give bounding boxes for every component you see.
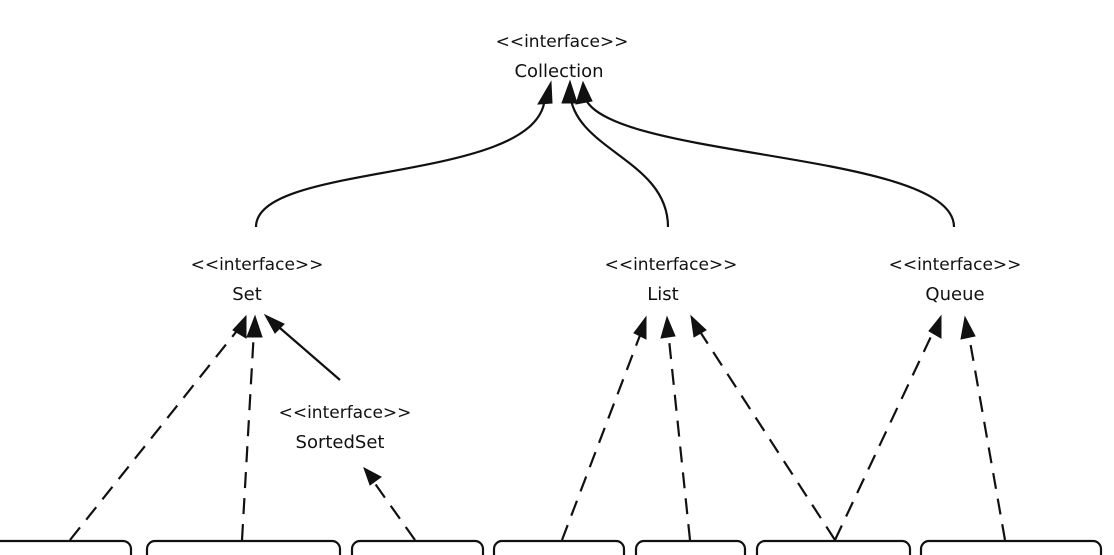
arrowhead — [960, 315, 976, 340]
edge-queue-to-collection — [582, 94, 956, 228]
sortedset-stereotype: <<interface>> — [279, 403, 412, 423]
impl-class-box — [755, 539, 912, 555]
impl-class-box — [634, 539, 747, 555]
collection-name: Collection — [514, 61, 603, 82]
queue-stereotype: <<interface>> — [889, 255, 1022, 275]
arrowhead — [263, 313, 285, 334]
node-collection: <<interface>> Collection — [496, 32, 629, 82]
edge-list-to-collection — [568, 92, 670, 228]
edge-impl-7-to-queue — [966, 329, 1007, 541]
list-stereotype: <<interface>> — [605, 255, 738, 275]
arrowhead — [690, 314, 707, 338]
edge-impl-3-to-sortedset — [370, 477, 416, 541]
arrowhead — [928, 314, 942, 339]
impl-class-box — [0, 539, 133, 555]
arrowhead — [575, 80, 593, 105]
edge-sortedset-to-set — [272, 321, 341, 381]
arrowhead — [561, 79, 578, 104]
sortedset-name: SortedSet — [296, 432, 385, 453]
node-set: <<interface>> Set — [191, 255, 324, 305]
edge-impl-4-to-list — [560, 329, 644, 541]
arrowhead — [232, 314, 247, 339]
edge-impl-1-to-set — [69, 326, 241, 541]
node-sortedset: <<interface>> SortedSet — [279, 403, 412, 453]
edge-impl-6-to-queue — [834, 327, 936, 541]
set-stereotype: <<interface>> — [191, 255, 324, 275]
edge-impl-5-to-list — [666, 329, 692, 541]
queue-name: Queue — [925, 284, 984, 305]
impl-class-box — [145, 539, 342, 555]
edge-impl-2-to-set — [240, 329, 256, 541]
arrowhead — [537, 80, 553, 105]
collection-stereotype: <<interface>> — [496, 32, 629, 52]
edge-impl-6-to-list — [696, 326, 836, 541]
edge-set-to-collection — [254, 94, 547, 228]
node-queue: <<interface>> Queue — [889, 255, 1022, 305]
impl-class-box — [919, 539, 1103, 555]
arrowhead — [633, 315, 647, 340]
arrowhead — [363, 466, 382, 486]
node-list: <<interface>> List — [605, 255, 738, 305]
set-name: Set — [232, 284, 262, 305]
impl-class-box — [350, 539, 485, 555]
list-name: List — [647, 284, 678, 305]
arrowhead — [246, 314, 263, 338]
impl-class-box — [492, 539, 626, 555]
arrowhead — [660, 315, 676, 339]
